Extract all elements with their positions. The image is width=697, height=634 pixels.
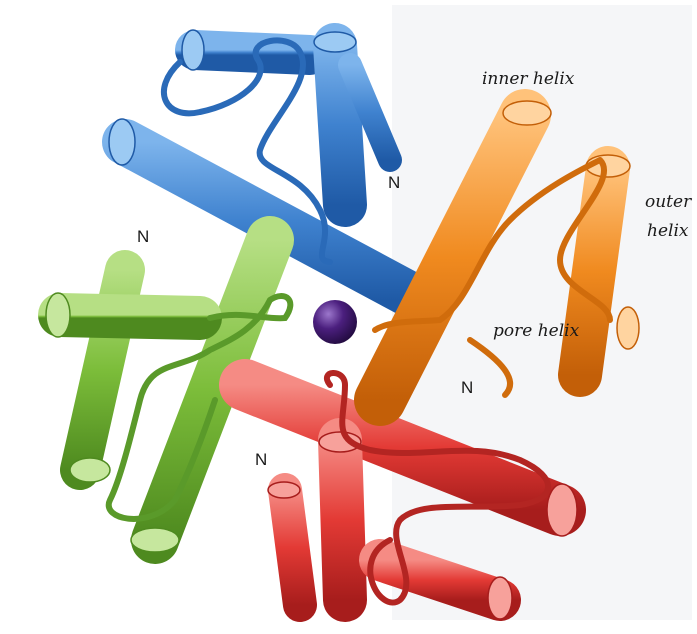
red-helix	[319, 432, 361, 600]
n-terminus-label-orange: N	[461, 378, 473, 397]
blue-helix	[182, 30, 310, 70]
green-helix	[46, 293, 200, 337]
pore-helix-label: pore helix	[493, 321, 580, 341]
inner-helix-label: inner helix	[482, 69, 575, 89]
ion-sphere	[313, 300, 357, 344]
red-helix	[268, 482, 300, 605]
outer-helix-label-line2: helix	[647, 221, 689, 241]
n-terminus-label-red: N	[255, 450, 267, 469]
outer-helix-label-line1: outer	[645, 192, 692, 212]
n-terminus-label-blue: N	[388, 173, 400, 192]
n-terminus-label-green: N	[137, 227, 149, 246]
